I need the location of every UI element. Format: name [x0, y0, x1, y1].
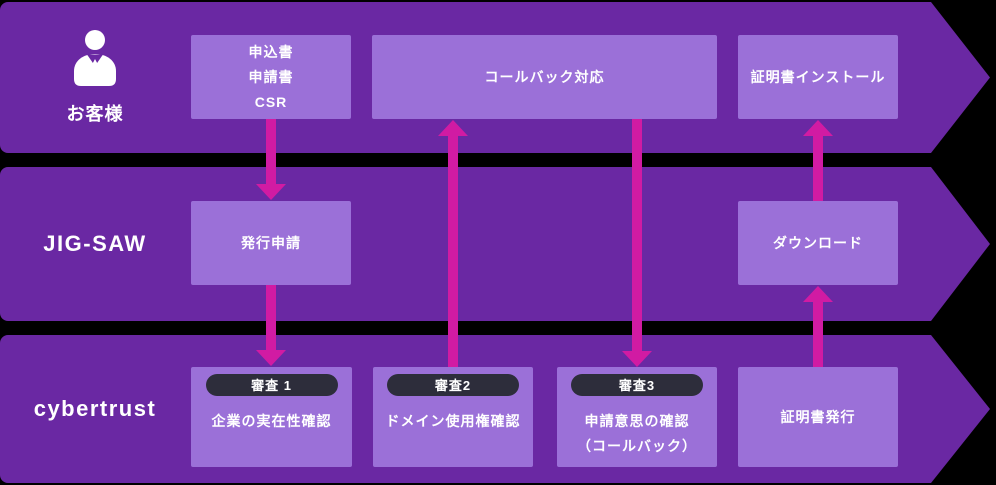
- step-callback-response: コールバック対応: [372, 35, 717, 119]
- arrow-up-icon: [438, 120, 468, 136]
- lane-label-cybertrust: cybertrust: [0, 335, 190, 483]
- step-download: ダウンロード: [738, 201, 898, 285]
- review-2-badge: 審査2: [387, 374, 519, 396]
- step-line: 申請書: [248, 68, 294, 85]
- lane-title-jigsaw: JIG-SAW: [43, 231, 147, 256]
- step-label: 企業の実在性確認: [211, 413, 332, 429]
- arrow-down-icon: [256, 350, 286, 366]
- step-line: 申込書: [248, 43, 294, 60]
- step-line: 申請意思の確認: [584, 413, 690, 429]
- arrow-down-icon: [622, 351, 652, 367]
- lane-title-customer: お客様: [66, 103, 124, 124]
- step-line: （コールバック）: [577, 438, 697, 454]
- step-label: 証明書発行: [780, 408, 856, 425]
- arrow-shaft: [448, 135, 458, 367]
- step-review-1: 審査 1 企業の実在性確認: [191, 367, 352, 467]
- arrow-down-icon: [256, 184, 286, 200]
- step-line: CSR: [254, 93, 288, 110]
- step-certificate-install: 証明書インストール: [738, 35, 898, 119]
- lane-label-customer: お客様: [0, 2, 190, 153]
- review-1-badge: 審査 1: [205, 374, 338, 396]
- arrow-shaft: [266, 285, 276, 351]
- lane-label-jigsaw: JIG-SAW: [0, 167, 190, 321]
- arrow-shaft: [813, 301, 823, 367]
- person-icon: [73, 29, 117, 91]
- step-label: ドメイン使用権確認: [385, 413, 521, 429]
- review-3-badge: 審査3: [571, 374, 703, 396]
- arrow-shaft: [266, 119, 276, 185]
- step-label: 証明書インストール: [750, 68, 886, 85]
- step-label: 発行申請: [241, 234, 301, 251]
- lane-title-cybertrust: cybertrust: [33, 396, 157, 421]
- step-certificate-issue: 証明書発行: [738, 367, 898, 467]
- arrow-up-icon: [803, 120, 833, 136]
- arrow-shaft: [813, 135, 823, 201]
- step-label: コールバック対応: [484, 68, 605, 85]
- step-issue-request: 発行申請: [191, 201, 351, 285]
- step-review-2: 審査2 ドメイン使用権確認: [373, 367, 533, 467]
- arrow-up-icon: [803, 286, 833, 302]
- step-review-3: 審査3 申請意思の確認 （コールバック）: [557, 367, 717, 467]
- step-application-docs: 申込書 申請書 CSR: [191, 35, 351, 119]
- step-label: ダウンロード: [773, 234, 863, 251]
- arrow-shaft: [632, 119, 642, 352]
